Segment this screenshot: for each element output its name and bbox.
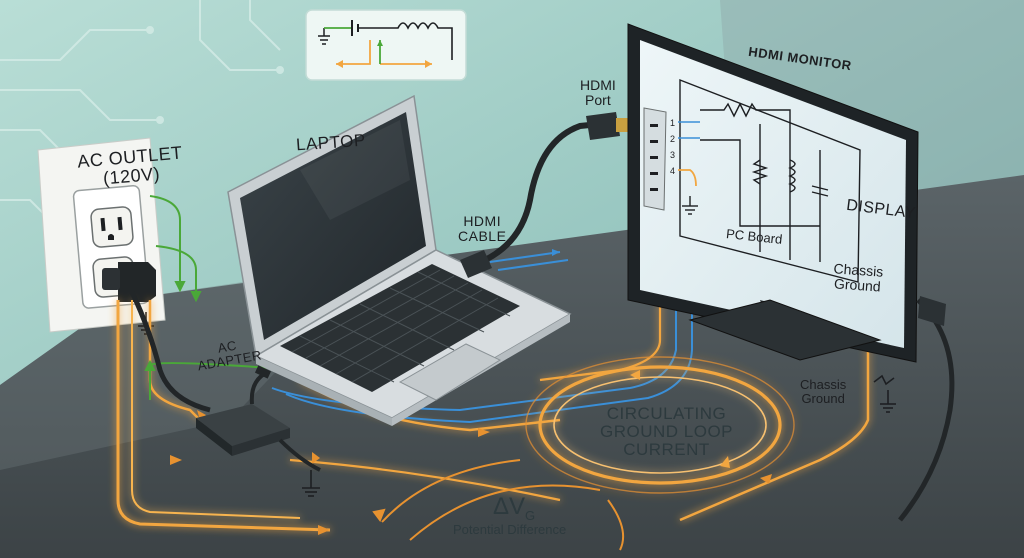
port-pin: 1 <box>670 118 675 128</box>
current-direction-arrows <box>170 410 772 535</box>
port-pin: 3 <box>670 150 675 160</box>
ground-symbol-monitor <box>873 374 896 413</box>
delta-v-symbol: ΔV <box>493 493 526 520</box>
schematic-inset <box>305 9 467 81</box>
ground-symbol-pcb <box>682 196 698 215</box>
delta-v-subscript: G <box>525 507 536 523</box>
ac-adapter-brick <box>129 290 321 472</box>
laptop <box>227 94 572 426</box>
potential-difference-label: Potential Difference <box>453 522 567 537</box>
monitor-internal-circuit <box>679 78 861 283</box>
delta-v-label: ΔVG <box>493 494 535 522</box>
trackpad <box>398 343 502 401</box>
monitor-hdmi-port: 1 2 3 4 <box>643 107 700 211</box>
ground-symbol-adapter <box>302 470 320 497</box>
chassis-ground-floor-label: Chassis Ground <box>800 377 847 406</box>
keyboard <box>280 264 520 392</box>
port-pin: 2 <box>670 134 675 144</box>
port-pin: 4 <box>670 166 675 176</box>
hdmi-port-label: HDMI Port <box>580 77 616 108</box>
hdmi-monitor: 1 2 3 4 <box>627 23 955 522</box>
hdmi-cable-label: HDMI CABLE <box>458 213 507 244</box>
loop-current-label: CIRCULATING GROUND LOOP CURRENT <box>600 404 734 459</box>
adapter-green-lines <box>144 195 271 400</box>
ac-outlet <box>37 137 166 333</box>
potential-difference-arcs <box>372 459 624 551</box>
chassis-ground-monitor-label: Chassis Ground <box>833 260 884 295</box>
circulating-loop-rings <box>525 356 795 494</box>
hdmi-cable <box>460 112 628 278</box>
